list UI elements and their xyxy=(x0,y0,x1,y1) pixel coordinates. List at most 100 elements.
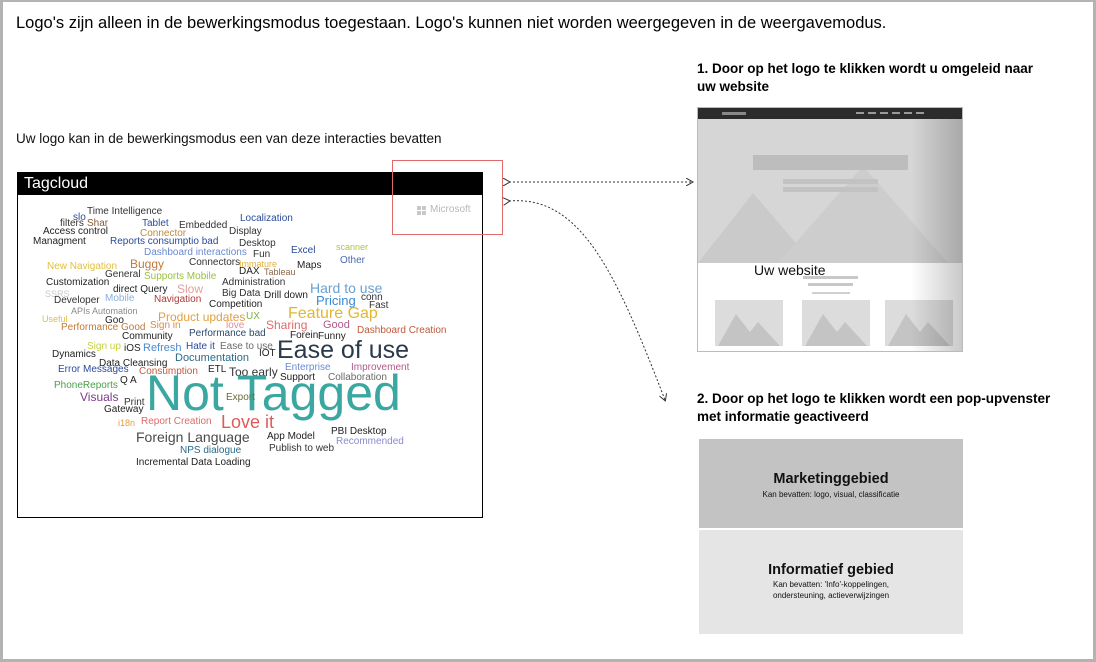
tagcloud-word: Support xyxy=(280,372,316,383)
tagcloud-word: Product updates xyxy=(158,310,246,324)
info-area-text-line1: Kan bevatten: 'Info'-koppelingen, xyxy=(772,580,890,589)
tagcloud-word: PBI Desktop xyxy=(331,426,387,437)
tagcloud-word: Not Tagged xyxy=(146,365,401,421)
tagcloud-word: Enterprise xyxy=(285,362,331,373)
tagcloud-word: IOT xyxy=(259,348,276,359)
marketing-area-text: Kan bevatten: logo, visual, classificati… xyxy=(762,490,900,499)
tagcloud-word: Q A xyxy=(120,375,137,386)
tagcloud-word: Data Cleansing xyxy=(99,358,168,369)
tagcloud-word: Performance Good xyxy=(61,322,146,333)
tagcloud-word: Fast xyxy=(369,300,389,311)
tagcloud-word: Community xyxy=(122,331,173,342)
info-area-text-line2: ondersteuning, actieverwijzingen xyxy=(772,591,890,600)
tagcloud-word: Performance bad xyxy=(189,328,266,339)
tagcloud-word: Navigation xyxy=(154,294,202,305)
tagcloud-word: Sharing xyxy=(266,318,308,332)
tagcloud-word: APIs Automation xyxy=(71,306,138,316)
tagcloud-word: Connectors xyxy=(189,257,241,268)
tagcloud-word: Time Intelligence xyxy=(87,206,163,217)
tagcloud-word: Gateway xyxy=(104,404,144,415)
tagcloud-word: Drill down xyxy=(264,290,308,301)
tagcloud-word: Dashboard Creation xyxy=(357,325,447,336)
tagcloud-word: Buggy xyxy=(130,257,165,271)
popup-mockup: Marketinggebied Kan bevatten: logo, visu… xyxy=(699,439,963,634)
logo-placeholder[interactable]: Microsoft xyxy=(392,160,503,235)
tagcloud-word: Developer xyxy=(54,295,100,306)
tagcloud-word: Dynamics xyxy=(52,349,96,360)
tagcloud-word: General xyxy=(105,269,141,280)
tagcloud-word: Refresh xyxy=(143,342,182,354)
tagcloud-word: Consumption xyxy=(139,366,198,377)
tagcloud-word: Forein xyxy=(290,330,319,341)
tagcloud-word: Error Messages xyxy=(58,364,129,375)
tagcloud-word: Maps xyxy=(297,260,322,271)
tagcloud-title: Tagcloud xyxy=(18,173,482,195)
tagcloud-word: Mobile xyxy=(105,293,135,304)
tagcloud-word: Ease of use xyxy=(277,336,410,364)
tagcloud-word: Sign in xyxy=(150,320,181,331)
tagcloud-word: Collaboration xyxy=(328,372,387,383)
tagcloud-word: scanner xyxy=(336,242,369,252)
tagcloud-word: Funny xyxy=(318,331,346,342)
tagcloud-word: Display xyxy=(229,226,262,237)
tagcloud-word: Hard to use xyxy=(310,280,383,296)
tagcloud-word: Export xyxy=(226,392,255,403)
tagcloud-word: Competition xyxy=(209,299,263,310)
tagcloud-word: Connector xyxy=(140,228,187,239)
tagcloud-word: slo xyxy=(73,212,86,223)
tagcloud-word: Administration xyxy=(222,277,286,288)
tagcloud-word: Love it xyxy=(221,412,275,432)
tagcloud-word: conn xyxy=(361,292,383,303)
info-area: Informatief gebied Kan bevatten: 'Info'-… xyxy=(699,530,963,634)
tagcloud-word: Desktop xyxy=(239,238,276,249)
tagcloud-word: Tableau xyxy=(264,267,296,277)
tagcloud-word: Report Creation xyxy=(141,416,212,427)
tagcloud-word: Visuals xyxy=(80,390,119,404)
tagcloud-word: Publish to web xyxy=(269,443,335,454)
tagcloud-word: Documentation xyxy=(175,352,249,364)
website-wireframe-icon xyxy=(698,108,962,351)
page-title: Logo's zijn alleen in de bewerkingsmodus… xyxy=(16,14,887,32)
tagcloud-word: direct Query xyxy=(113,284,168,295)
tagcloud-word: Dashboard interactions xyxy=(144,247,247,258)
tagcloud-word: Too early xyxy=(229,365,278,379)
tagcloud-word: Sign up xyxy=(87,341,121,352)
tagcloud-word: Fun xyxy=(253,249,271,260)
tagcloud-word: Pricing xyxy=(316,293,356,308)
tagcloud-word: Big Data xyxy=(222,288,261,299)
tagcloud-word: Goo xyxy=(105,315,124,326)
logo-text: Microsoft xyxy=(430,204,471,215)
microsoft-logo-icon xyxy=(417,206,427,216)
website-label: Uw website xyxy=(754,262,826,278)
tagcloud-word: love xyxy=(226,320,245,331)
tagcloud-word: iOS xyxy=(124,343,141,354)
tagcloud-word: Recommended xyxy=(336,436,404,447)
tagcloud-word: Foreign Language xyxy=(136,429,250,445)
tagcloud-word: PhoneReports xyxy=(54,380,118,391)
tagcloud-word: i18n xyxy=(118,418,136,428)
option2-caption: 2. Door op het logo te klikken wordt een… xyxy=(697,391,1051,424)
option1-caption: 1. Door op het logo te klikken wordt u o… xyxy=(697,61,1034,94)
tagcloud-word: Improvement xyxy=(351,362,410,373)
tagcloud-word: Access control xyxy=(43,226,109,237)
tagcloud-word: filters xyxy=(60,218,84,229)
tagcloud-word: Useful xyxy=(42,314,68,324)
tagcloud-word: New Navigation xyxy=(47,261,118,272)
tagcloud-word: Tablet xyxy=(142,218,169,229)
tagcloud-word: Feature Gap xyxy=(288,305,378,322)
tagcloud-word: Shar xyxy=(87,218,109,229)
tagcloud-word: Reports consumptio bad xyxy=(110,236,219,247)
edit-mode-subtitle: Uw logo kan in de bewerkingsmodus een va… xyxy=(16,131,442,146)
tagcloud-word: ETL xyxy=(208,364,227,375)
tagcloud-word: Slow xyxy=(177,282,204,296)
tagcloud-word: DAX xyxy=(239,266,260,277)
tagcloud-word: Excel xyxy=(291,245,316,256)
tagcloud-word: Embedded xyxy=(179,220,228,231)
tagcloud-word: Customization xyxy=(46,277,110,288)
tagcloud-word: Hate it xyxy=(186,341,215,352)
tagcloud-word: UX xyxy=(246,311,260,322)
tagcloud-word: SSRS xyxy=(45,289,70,299)
tagcloud-word: Incremental Data Loading xyxy=(136,457,251,468)
marketing-area: Marketinggebied Kan bevatten: logo, visu… xyxy=(699,439,963,528)
